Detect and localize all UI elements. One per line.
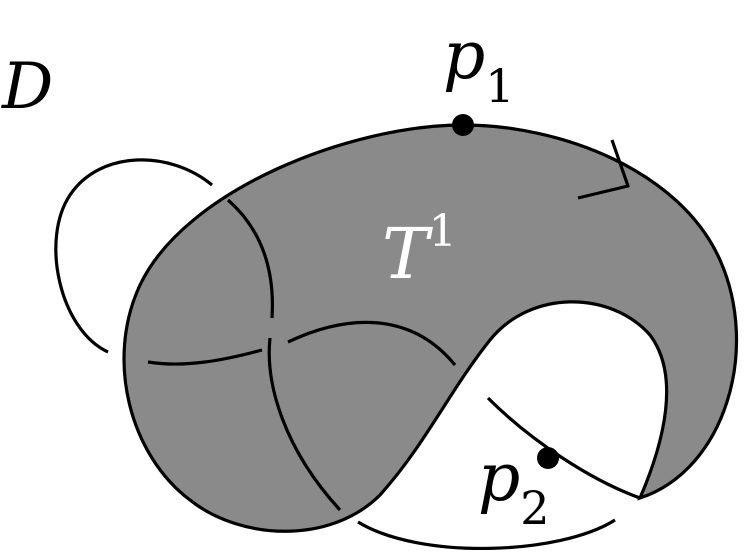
label-p2: p2 xyxy=(478,439,550,535)
label-p1-base: p xyxy=(443,17,485,94)
label-p1-subscript: 1 xyxy=(485,59,514,113)
label-t1-superscript: 1 xyxy=(429,206,457,257)
knot-strand-inner-diagonal xyxy=(486,396,641,500)
knot-strand-bottom-arc xyxy=(357,518,616,551)
point-p2-marker xyxy=(537,447,559,469)
shaded-region-t1 xyxy=(122,123,739,533)
label-p2-base: p xyxy=(478,439,520,516)
knot-strand-horizontal-left xyxy=(147,348,263,366)
point-p1-marker xyxy=(452,114,474,136)
knot-strand-left-loop xyxy=(54,158,214,354)
orientation-arrow-icon xyxy=(577,139,630,200)
label-p1: p1 xyxy=(443,17,515,113)
label-t1: T1 xyxy=(382,206,457,295)
label-t1-base: T xyxy=(382,213,433,295)
knot-strand-horizontal-middle xyxy=(287,320,457,367)
knot-strand-left-lower xyxy=(267,337,342,512)
label-d: D xyxy=(1,50,53,124)
knot-strand-left-diagonal xyxy=(226,198,275,319)
label-p2-subscript: 2 xyxy=(520,481,549,535)
